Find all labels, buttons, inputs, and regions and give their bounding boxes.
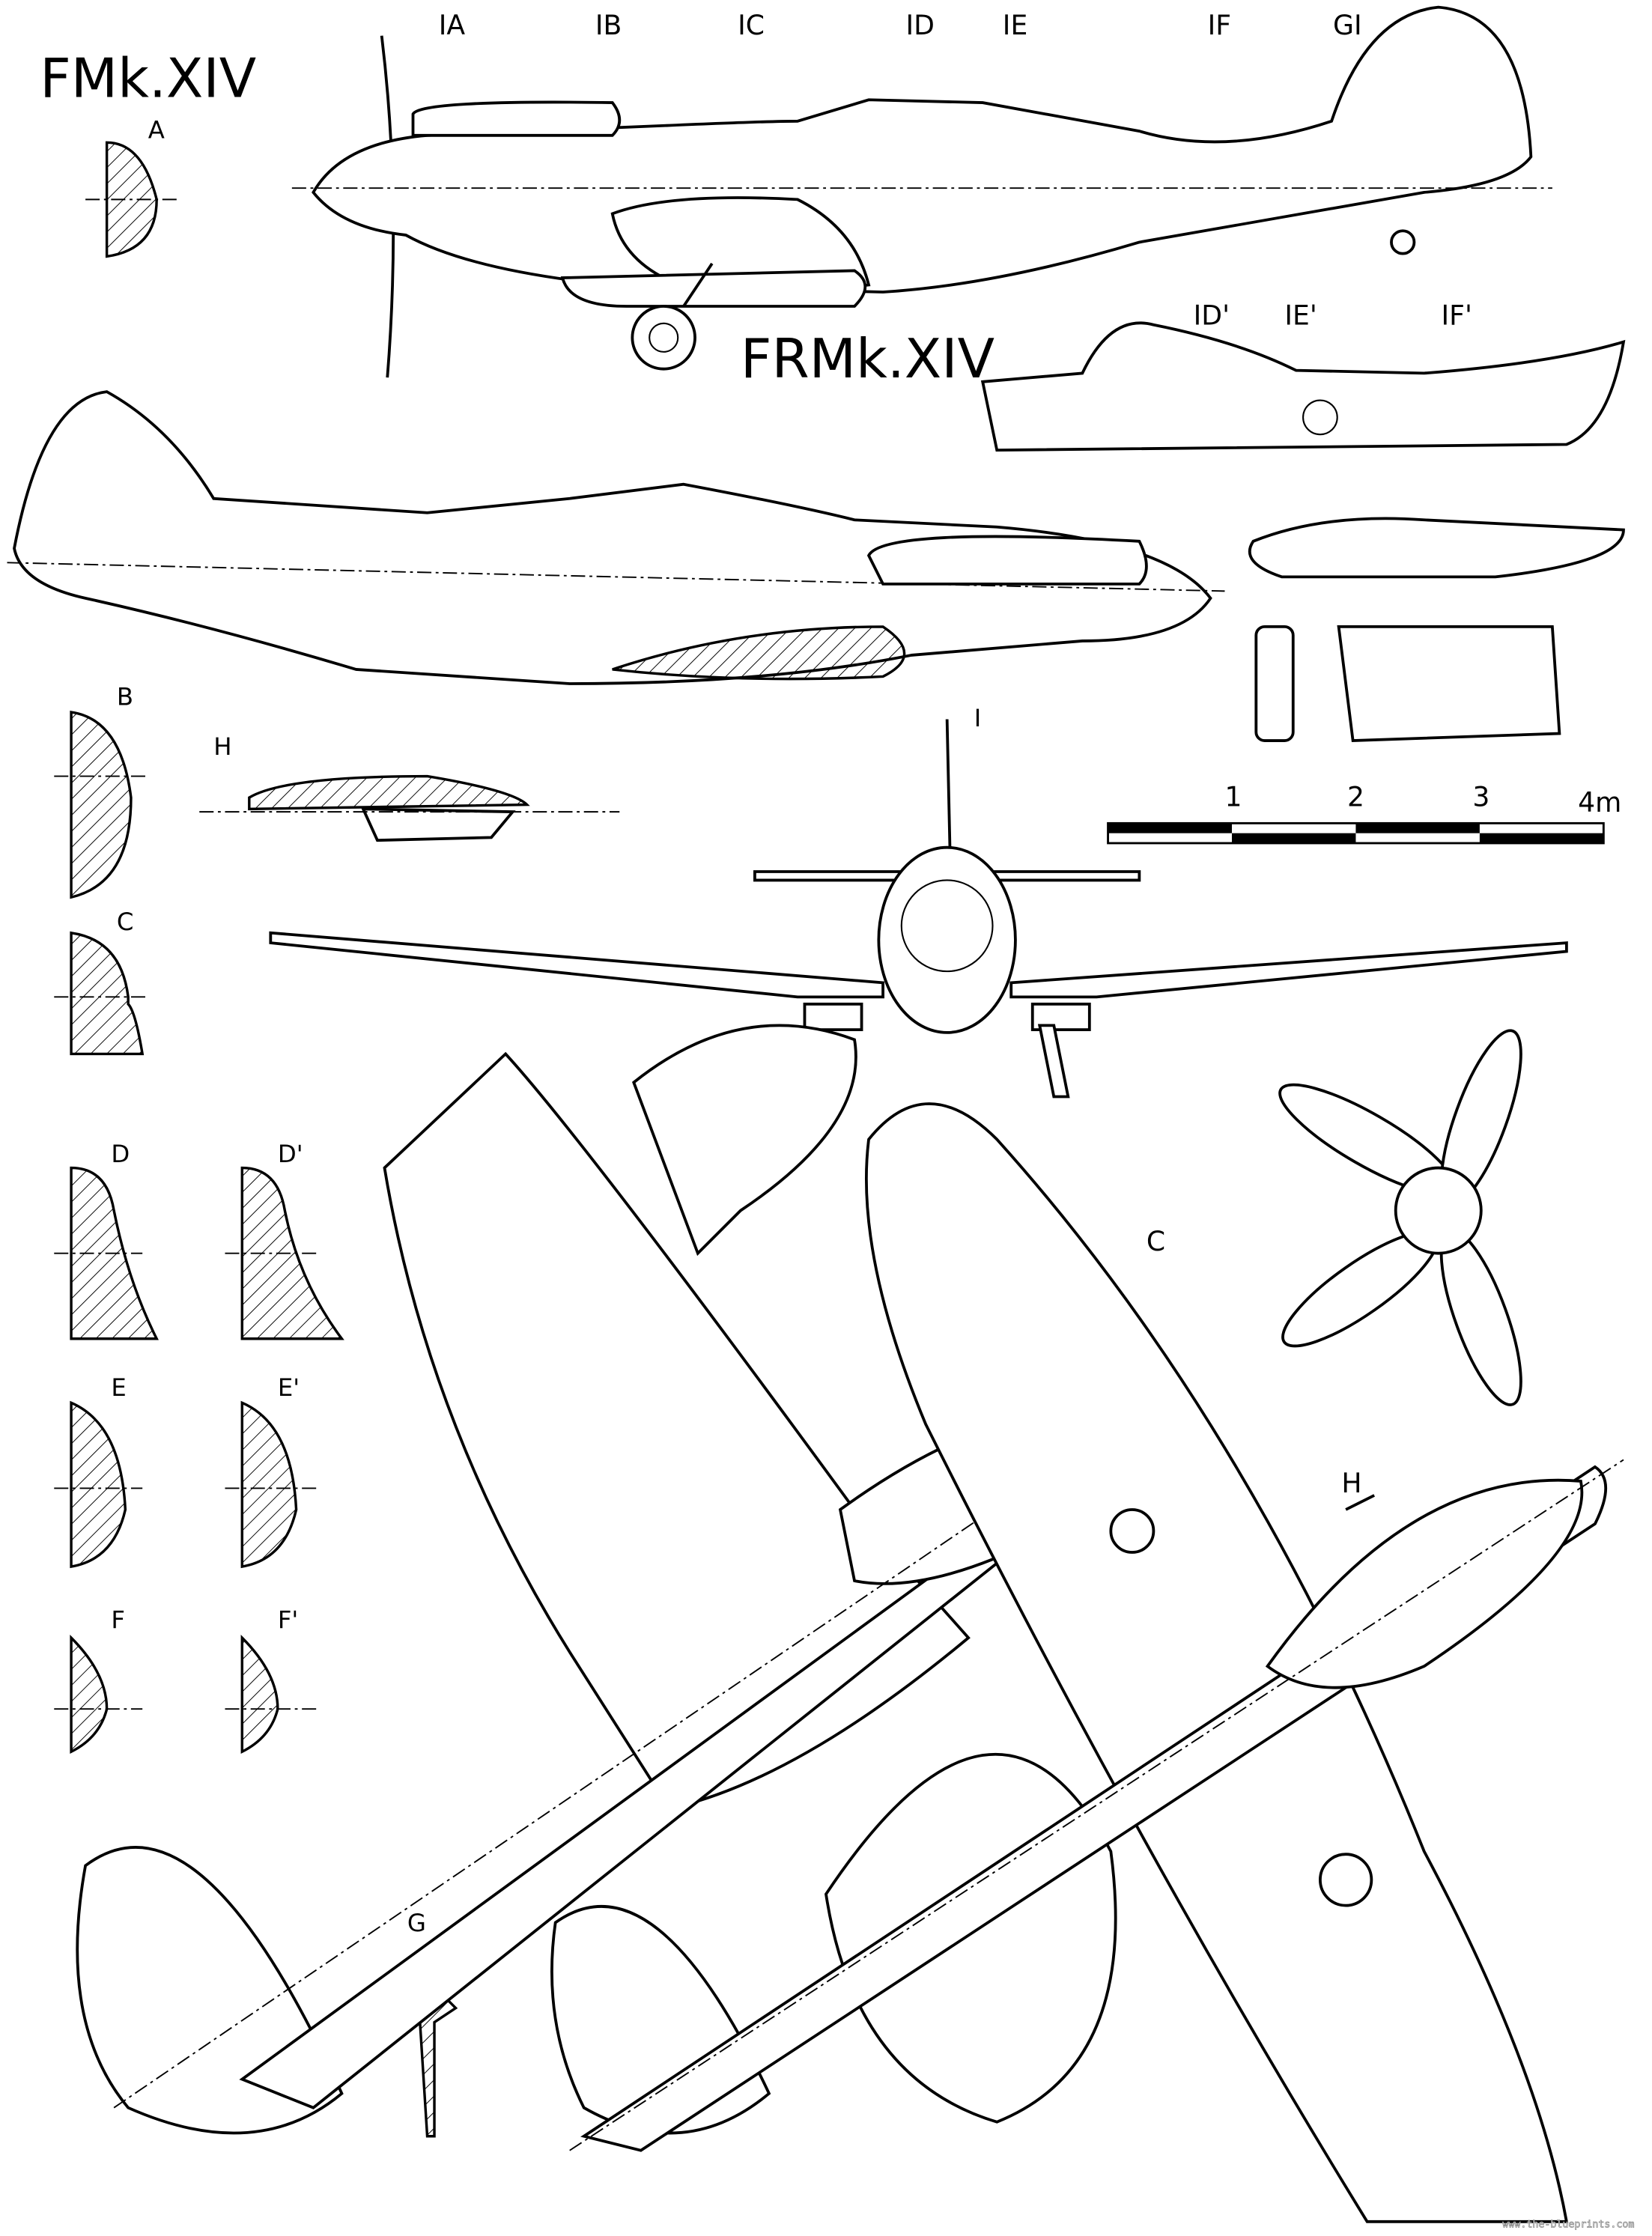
- station-label: IE': [1284, 300, 1317, 332]
- section-label-b: B: [117, 682, 133, 711]
- scale-label: 3: [1472, 781, 1489, 813]
- section-label-f: F: [111, 1605, 125, 1634]
- station-label: IE: [1003, 9, 1027, 41]
- plan-label-c: C: [1147, 1225, 1165, 1257]
- section-label-d-prime: D': [278, 1140, 303, 1168]
- section-label-e-prime: E': [278, 1373, 300, 1402]
- station-label: IB: [595, 9, 622, 41]
- side-view-fighter: [291, 5, 1552, 378]
- station-labels: IA IB IC ID IE IF GI ID' IE' IF': [439, 9, 1472, 332]
- section-label-a: A: [148, 116, 165, 145]
- section-profiles: [54, 141, 620, 2138]
- station-label: IF: [1208, 9, 1231, 41]
- station-label: GI: [1333, 9, 1362, 41]
- watermark: www.the-blueprints.com: [1502, 2219, 1634, 2230]
- station-label: ID: [905, 9, 934, 41]
- section-label-c: C: [117, 908, 134, 936]
- side-view-recon-rear: [980, 321, 1626, 743]
- scale-label: 2: [1347, 781, 1364, 813]
- scale-label: 4m: [1578, 786, 1621, 818]
- scale-bar: 1 2 3 4m: [1107, 781, 1621, 845]
- plan-label-h: H: [1341, 1467, 1361, 1499]
- front-view: I: [269, 704, 1568, 1099]
- title-fighter: FMk.XIV: [40, 47, 256, 110]
- plan-view-lower: C H: [550, 1102, 1624, 2223]
- section-label-g: G: [407, 1909, 426, 1937]
- scale-label: 1: [1224, 781, 1242, 813]
- title-recon: FRMk.XIV: [741, 328, 994, 391]
- side-view-reverse: [7, 390, 1225, 685]
- station-label: ID': [1194, 300, 1230, 332]
- front-view-station-label: I: [974, 704, 982, 732]
- section-label-d: D: [111, 1140, 130, 1168]
- station-label: IF': [1442, 300, 1472, 332]
- station-label: IA: [439, 9, 466, 41]
- station-label: IC: [738, 9, 765, 41]
- section-label-f-prime: F': [278, 1605, 298, 1634]
- propeller-front-view: [1278, 1029, 1522, 1406]
- section-label-h: H: [213, 732, 231, 761]
- section-label-e: E: [111, 1373, 126, 1402]
